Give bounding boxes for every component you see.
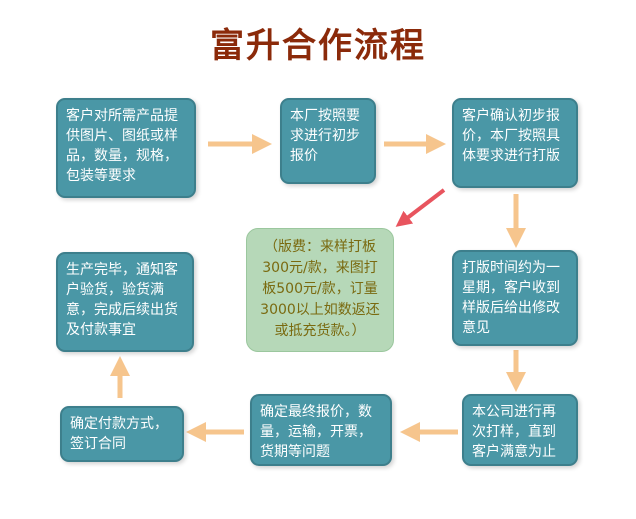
step-8-production-delivery: 生产完毕，通知客户验货，验货满意，完成后续出货及付款事宜 bbox=[56, 252, 194, 352]
step-5-resample: 本公司进行再次打样，直到客户满意为止 bbox=[462, 394, 578, 466]
page-title: 富升合作流程 bbox=[210, 26, 426, 66]
step-1-requirements: 客户对所需产品提供图片、图纸或样品，数量，规格，包装等要求 bbox=[56, 98, 196, 198]
arrow-s3-note bbox=[395, 188, 446, 227]
step-3-confirm-sample: 客户确认初步报价，本厂按照具体要求进行打版 bbox=[452, 98, 578, 188]
step-2-initial-quote: 本厂按照要求进行初步报价 bbox=[280, 98, 376, 184]
step-4-sample-feedback: 打版时间约为一星期，客户收到样版后给出修改意见 bbox=[452, 250, 578, 346]
sample-fee-note: （版费：来样打板300元/款，来图打板500元/款，订量3000以上如数返还或抵… bbox=[246, 228, 394, 352]
step-7-payment-contract: 确定付款方式，签订合同 bbox=[60, 406, 184, 462]
step-6-final-quote: 确定最终报价，数量，运输，开票，货期等问题 bbox=[250, 394, 392, 466]
